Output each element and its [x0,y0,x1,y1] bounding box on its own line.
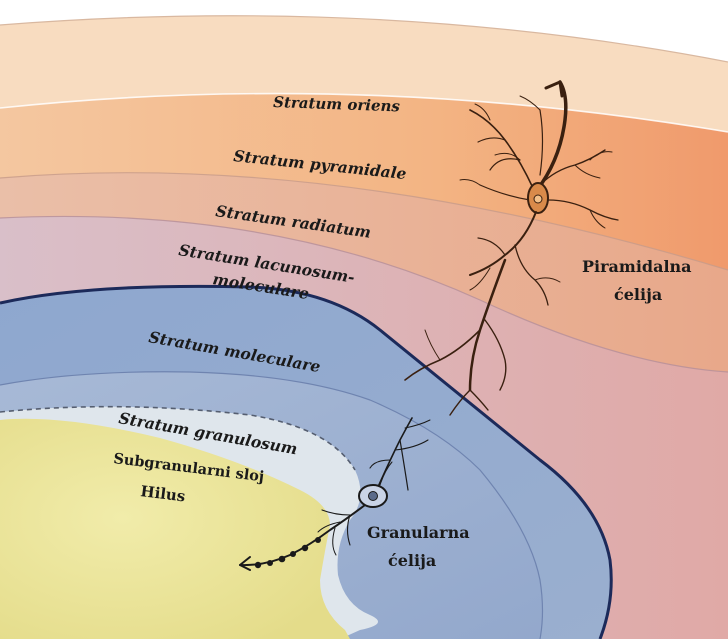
label-pyramidal-cell-line1: Piramidalna [582,257,692,276]
granule-nucleus [369,492,378,501]
label-granule-cell-line1: Granularna [367,523,470,542]
label-pyramidal-cell-line2: ćelija [614,285,662,304]
label-granule-cell-line2: ćelija [388,551,436,570]
